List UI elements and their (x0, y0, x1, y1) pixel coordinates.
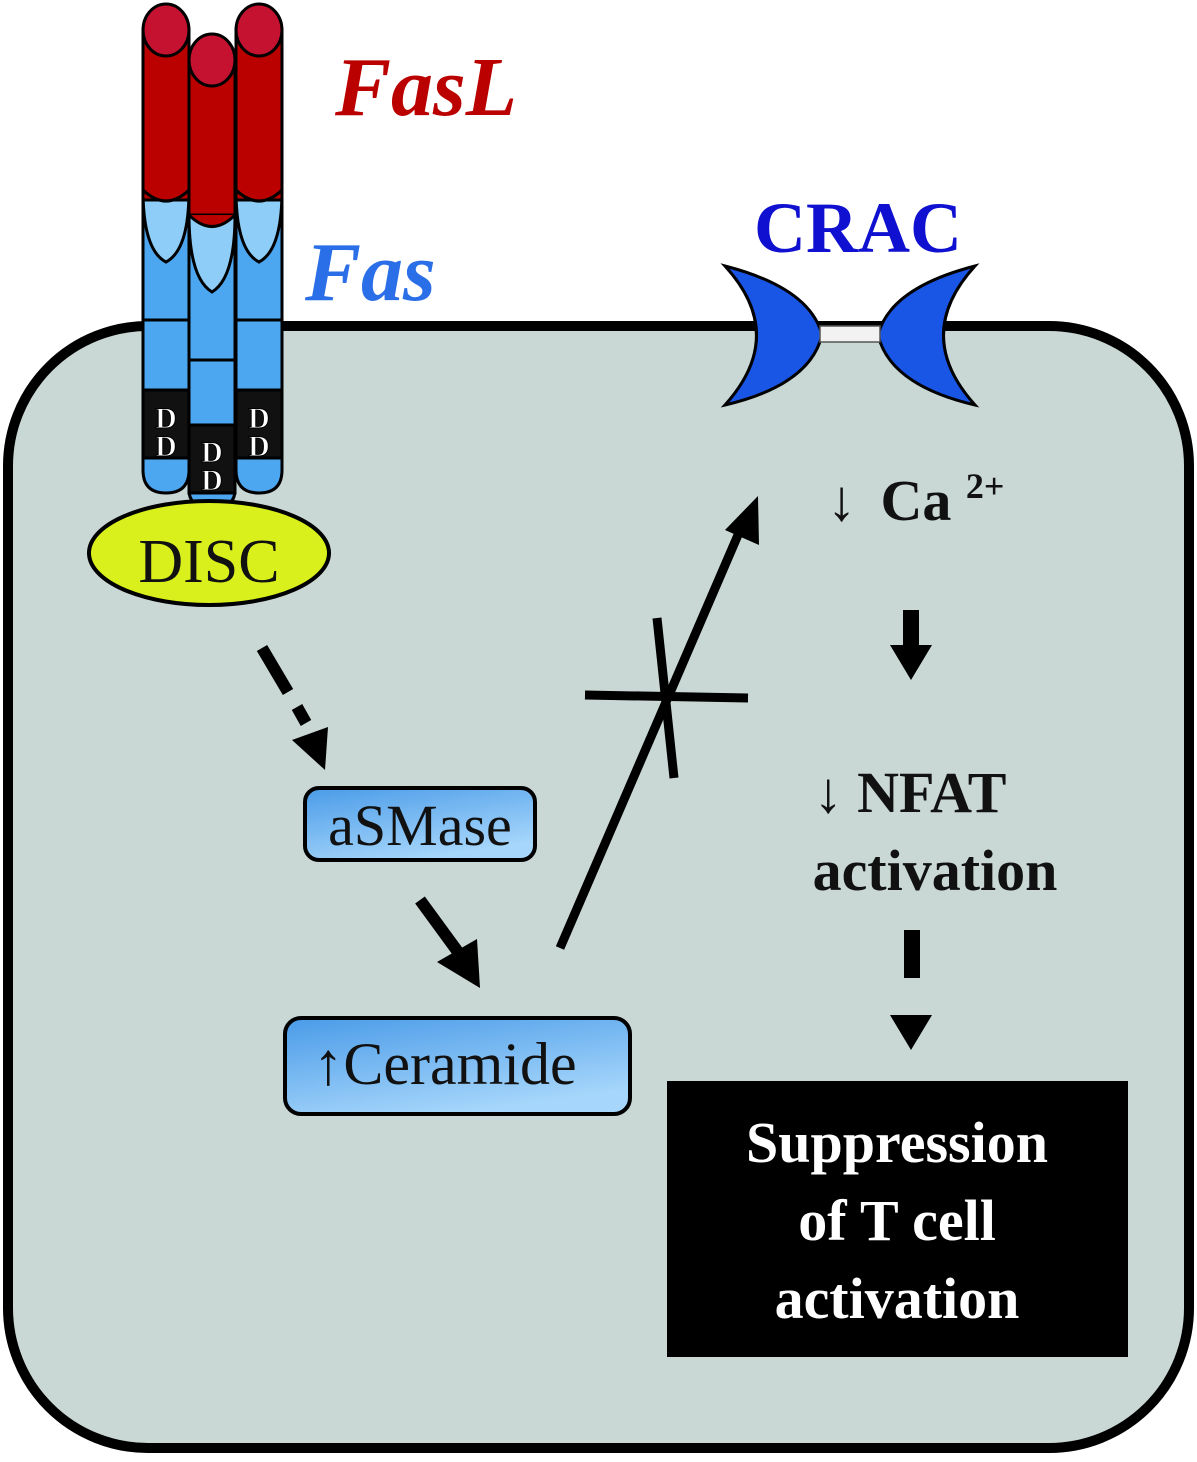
arrow-asmase-ceramide (415, 896, 480, 988)
disc-label: DISC (138, 528, 279, 596)
asmase-label: aSMase (328, 793, 512, 858)
calcium-down-arrow: ↓ (827, 468, 856, 533)
fas-strand-right (234, 2, 284, 495)
fas-receptor-trimer (141, 2, 284, 510)
arrow-calcium-nfat (890, 610, 932, 680)
crac-left-half (720, 263, 824, 408)
crac-channel (720, 263, 980, 408)
ceramide-box (283, 1016, 632, 1116)
suppression-box (667, 1081, 1128, 1357)
crac-label: CRAC (754, 188, 962, 268)
fas-strand-middle (187, 32, 237, 510)
calcium-label: ↓ Ca 2+ (827, 466, 1004, 533)
suppression-line2: of T cell (798, 1188, 996, 1253)
calcium-symbol: Ca (881, 468, 952, 533)
nfat-label-line2: activation (813, 838, 1058, 903)
ceramide-label: ↑Ceramide (313, 1031, 576, 1097)
suppression-line1: Suppression (746, 1110, 1048, 1175)
crac-pore (819, 325, 881, 343)
block-mark-vertical (652, 617, 679, 779)
dashed-arrow-disc-asmase (256, 644, 328, 770)
fas-strand-left (141, 2, 191, 495)
dashed-arrow-nfat-suppression (890, 930, 932, 1050)
crac-right-half (876, 263, 980, 408)
asmase-box (303, 786, 537, 862)
nfat-label-line1: ↓ NFAT (814, 760, 1007, 825)
blocked-arrow-ceramide-calcium (555, 496, 759, 950)
calcium-charge: 2+ (966, 466, 1005, 506)
fasl-label: FasL (334, 41, 517, 134)
suppression-line3: activation (775, 1266, 1020, 1331)
disc-ellipse (87, 499, 331, 607)
fas-label: Fas (304, 226, 436, 319)
